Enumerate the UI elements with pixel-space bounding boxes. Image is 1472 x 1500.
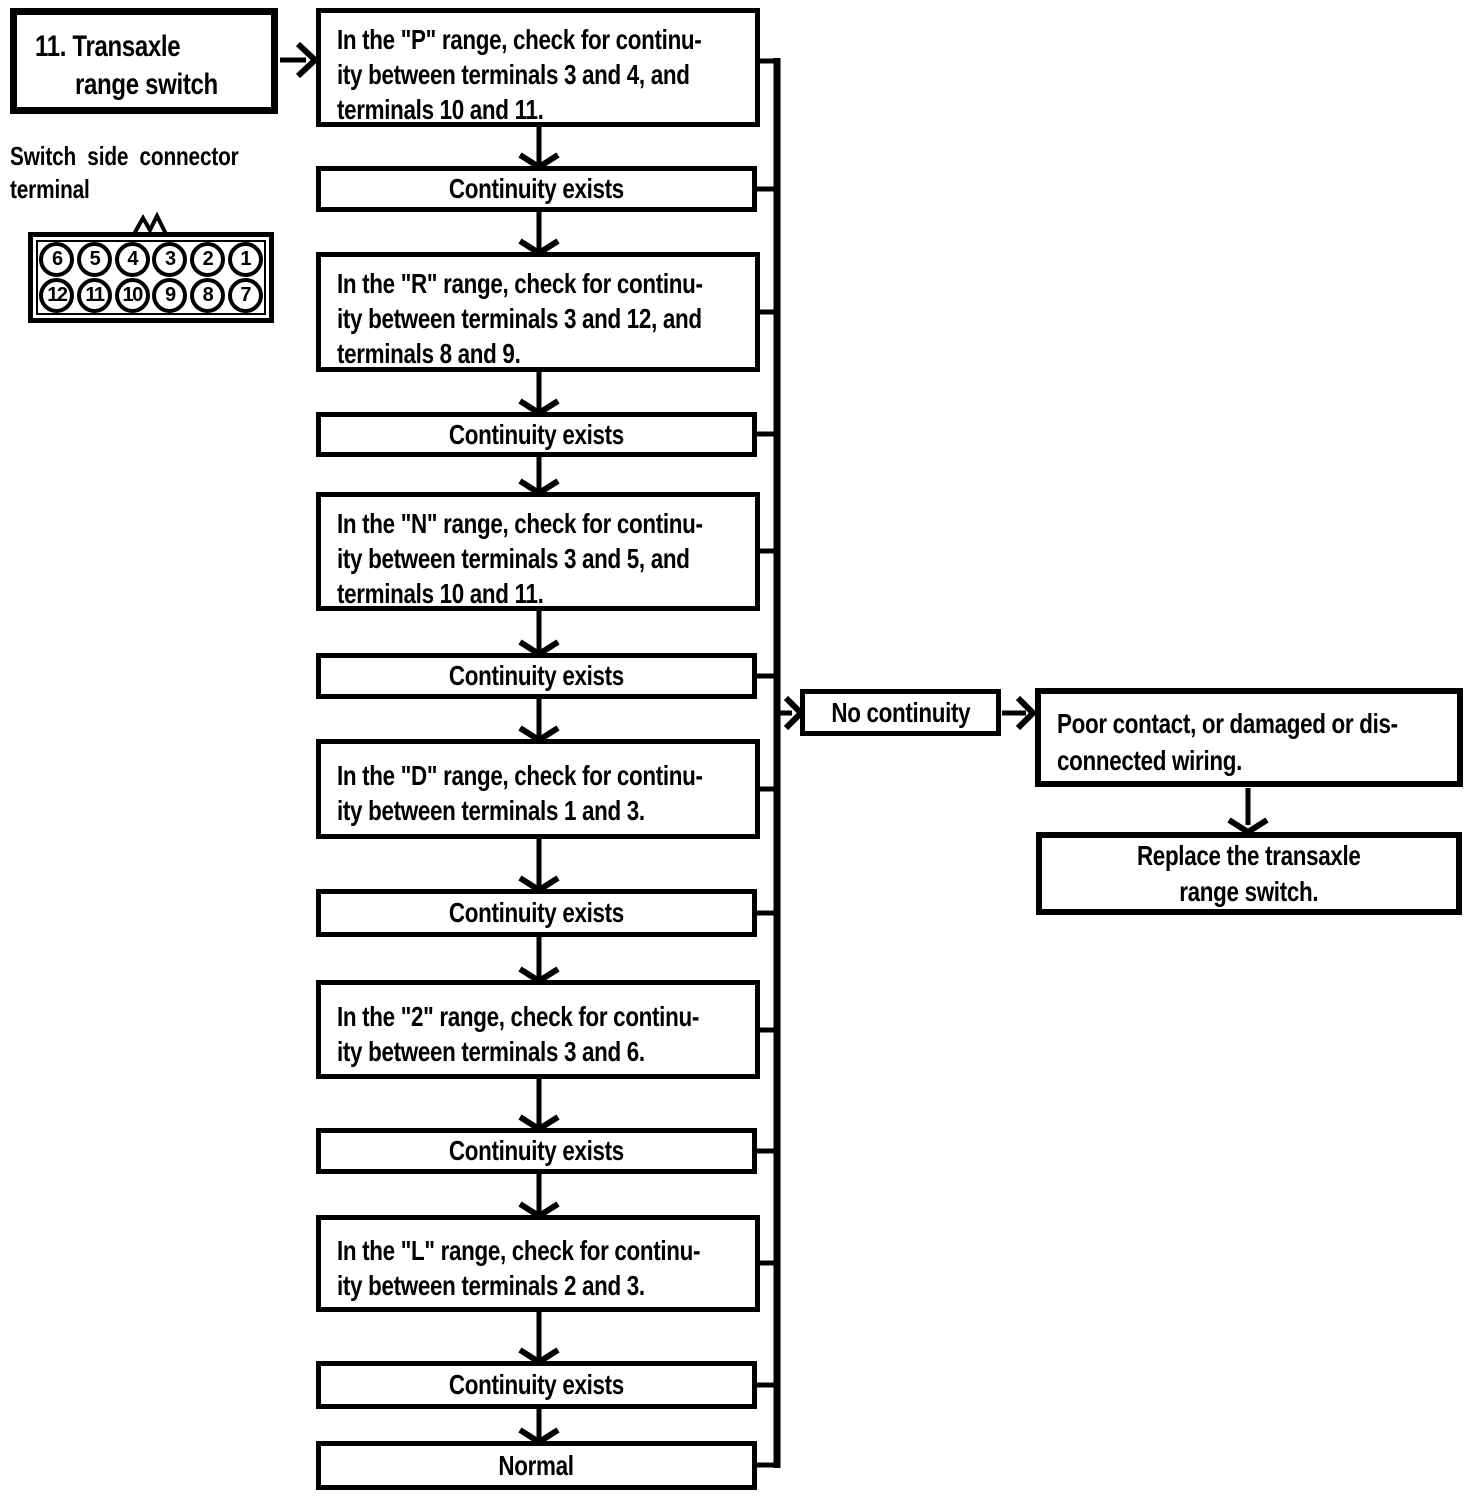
terminal-pin-9: 9 — [152, 277, 188, 313]
step-text-line: In the "N" range, check for continu- — [337, 508, 703, 539]
no-continuity-collector — [757, 58, 781, 1468]
terminal-pin-4: 4 — [114, 242, 150, 278]
step-check-d-range: In the "D" range, check for continu- ity… — [316, 739, 760, 839]
action-replace-switch: Replace the transaxle range switch. — [1036, 832, 1462, 915]
diagnosis-poor-contact: Poor contact, or damaged or dis- connect… — [1035, 688, 1463, 787]
step-text-line: ity between terminals 3 and 12, and — [337, 303, 702, 334]
step-text-line: terminals 10 and 11. — [337, 94, 544, 125]
step-text-line: ity between terminals 1 and 3. — [337, 795, 645, 826]
terminal-pin-3: 3 — [152, 242, 188, 278]
title-arrow — [280, 41, 320, 79]
step-text-line: In the "D" range, check for continu- — [337, 760, 703, 791]
diagnosis-text-line: connected wiring. — [1057, 745, 1242, 776]
result-text: Continuity exists — [448, 1369, 625, 1400]
step-result-continuity-2: Continuity exists — [316, 412, 757, 457]
connector-caption: Switch side connector terminal — [10, 140, 296, 206]
step-result-normal: Normal — [316, 1441, 757, 1490]
caption-line: terminal — [10, 174, 90, 204]
step-result-continuity-1: Continuity exists — [316, 166, 757, 212]
step-check-l-range: In the "L" range, check for continu- ity… — [316, 1215, 760, 1312]
step-text-line: ity between terminals 2 and 3. — [337, 1270, 645, 1301]
step-check-p-range: In the "P" range, check for continu- ity… — [316, 8, 760, 127]
connector-pin-grid: 6 5 4 3 2 1 12 11 10 9 8 7 — [36, 240, 266, 315]
section-title-line: 11. Transaxle — [35, 30, 181, 63]
step-result-continuity-3: Continuity exists — [316, 653, 757, 699]
step-text-line: In the "2" range, check for continu- — [337, 1001, 699, 1032]
terminal-pin-1: 1 — [227, 242, 263, 278]
result-text: Continuity exists — [448, 1135, 625, 1166]
branch-no-continuity: No continuity — [800, 689, 1001, 736]
terminal-pin-6: 6 — [39, 242, 75, 278]
step-result-continuity-6: Continuity exists — [316, 1361, 757, 1409]
terminal-pin-8: 8 — [189, 277, 225, 313]
terminal-pin-11: 11 — [76, 277, 112, 313]
action-text-line: Replace the transaxle — [1137, 839, 1361, 871]
action-text-line: range switch. — [1179, 875, 1319, 907]
terminal-pin-5: 5 — [76, 242, 112, 278]
section-title-line: range switch — [75, 68, 218, 101]
result-text: Continuity exists — [448, 897, 625, 928]
terminal-pin-10: 10 — [114, 277, 150, 313]
step-text-line: terminals 10 and 11. — [337, 578, 544, 609]
step-check-2-range: In the "2" range, check for continu- ity… — [316, 980, 760, 1079]
section-title-box: 11. Transaxle range switch — [10, 8, 278, 114]
terminal-pin-2: 2 — [189, 242, 225, 278]
connector-notch — [132, 211, 168, 235]
step-text-line: In the "P" range, check for continu- — [337, 24, 702, 55]
step-result-continuity-5: Continuity exists — [316, 1128, 757, 1174]
result-text: Continuity exists — [448, 173, 625, 204]
result-text: Normal — [498, 1449, 575, 1481]
diagnosis-text-line: Poor contact, or damaged or dis- — [1057, 708, 1398, 739]
result-text: Continuity exists — [448, 418, 625, 450]
terminal-pin-7: 7 — [227, 277, 263, 313]
branch-label: No continuity — [831, 696, 970, 728]
connector-terminal-diagram: 6 5 4 3 2 1 12 11 10 9 8 7 — [28, 232, 274, 323]
step-text-line: ity between terminals 3 and 5, and — [337, 543, 690, 574]
caption-line: Switch side connector — [10, 141, 239, 171]
result-text: Continuity exists — [448, 660, 625, 691]
step-text-line: ity between terminals 3 and 6. — [337, 1036, 645, 1067]
terminal-pin-12: 12 — [39, 277, 75, 313]
step-text-line: terminals 8 and 9. — [337, 338, 521, 369]
step-text-line: ity between terminals 3 and 4, and — [337, 59, 690, 90]
step-text-line: In the "R" range, check for continu- — [337, 268, 703, 299]
step-check-r-range: In the "R" range, check for continu- ity… — [316, 252, 760, 372]
step-check-n-range: In the "N" range, check for continu- ity… — [316, 492, 760, 611]
step-text-line: In the "L" range, check for continu- — [337, 1235, 701, 1266]
step-result-continuity-4: Continuity exists — [316, 889, 757, 937]
